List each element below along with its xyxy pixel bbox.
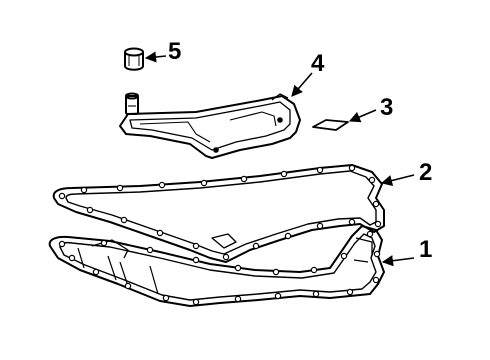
leader-arrow-5	[144, 51, 167, 63]
callout-3: 3	[380, 94, 394, 121]
leader-arrow-1	[381, 255, 415, 267]
filter	[119, 92, 301, 159]
callout-4: 4	[311, 50, 325, 77]
pan-gasket	[52, 164, 385, 263]
callout-1: 1	[419, 236, 433, 263]
leader-lines	[144, 51, 415, 267]
seal	[124, 47, 144, 71]
callout-2: 2	[419, 159, 433, 186]
leader-arrow-3	[348, 109, 377, 123]
leader-arrow-4	[291, 72, 313, 97]
callout-5: 5	[168, 38, 182, 65]
leader-arrow-2	[380, 174, 415, 186]
oil-pan	[48, 225, 385, 307]
plate	[312, 119, 349, 131]
